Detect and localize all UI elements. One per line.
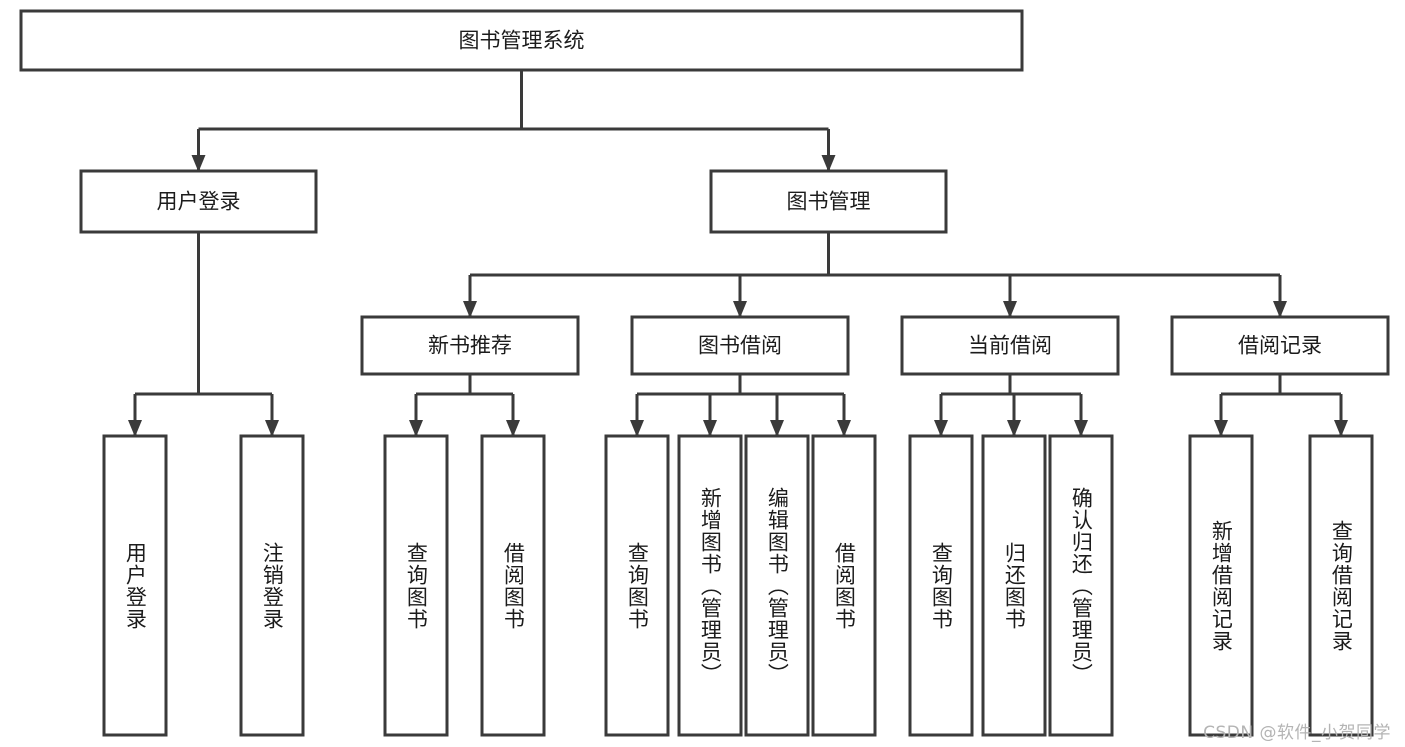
arrow-head-icon [191,155,206,172]
arrow-head-icon [409,420,423,437]
node-box-book-manage[interactable] [709,169,948,234]
node-boxes [19,9,1390,737]
arrow-head-icon [265,420,279,437]
node-box-leaf-query-book-borrow[interactable] [604,434,670,737]
node-label-user-login: 用户登录 [157,190,241,214]
node-box-book-borrow[interactable] [630,315,850,376]
node-box-new-book-rec[interactable] [360,315,580,376]
node-box-leaf-query-borrow-record[interactable] [1308,434,1374,737]
node-box-leaf-query-book-rec[interactable] [383,434,449,737]
arrow-head-icon [1074,420,1088,437]
node-box-root[interactable] [19,9,1024,72]
node-box-leaf-add-borrow-record[interactable] [1188,434,1254,737]
arrow-head-icon [703,420,717,437]
node-label-current-borrow: 当前借阅 [968,334,1052,358]
node-box-leaf-add-book-admin[interactable] [677,434,743,737]
arrow-head-icon [837,420,851,437]
node-box-leaf-edit-book-admin[interactable] [744,434,810,737]
arrow-head-icon [733,301,747,318]
node-label-book-borrow: 图书借阅 [698,334,782,358]
arrow-head-icon [506,420,520,437]
node-box-leaf-return-book[interactable] [981,434,1047,737]
arrow-head-icon [128,420,142,437]
node-box-leaf-user-login[interactable] [102,434,168,737]
node-box-leaf-confirm-return-admin[interactable] [1048,434,1114,737]
arrow-head-icon [1334,420,1348,437]
arrow-head-icon [821,155,836,172]
arrow-head-icon [770,420,784,437]
connector-lines [128,70,1348,437]
node-box-leaf-logout-login[interactable] [239,434,305,737]
arrow-head-icon [1273,301,1287,318]
arrow-head-icon [1214,420,1228,437]
node-box-current-borrow[interactable] [900,315,1120,376]
node-box-leaf-query-book-current[interactable] [908,434,974,737]
node-box-leaf-borrow-book[interactable] [811,434,877,737]
arrow-head-icon [934,420,948,437]
node-label-root: 图书管理系统 [459,29,585,53]
node-label-book-manage: 图书管理 [787,190,871,214]
node-box-leaf-borrow-book-rec[interactable] [480,434,546,737]
arrow-head-icon [630,420,644,437]
arrow-head-icon [1003,301,1017,318]
node-box-user-login[interactable] [79,169,318,234]
arrow-head-icon [1007,420,1021,437]
csdn-watermark: CSDN @软件_小贺同学 [1203,723,1391,743]
node-box-borrow-record[interactable] [1170,315,1390,376]
node-label-borrow-record: 借阅记录 [1238,334,1322,358]
arrow-head-icon [463,301,477,318]
node-label-new-book-rec: 新书推荐 [428,334,512,358]
